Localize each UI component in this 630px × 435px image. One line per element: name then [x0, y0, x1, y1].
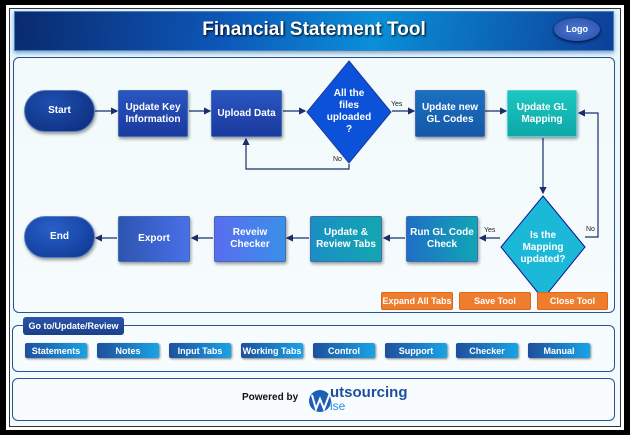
globe-icon	[309, 390, 331, 413]
start-node: Start	[24, 90, 95, 132]
export-node[interactable]: Export	[118, 216, 190, 262]
brand-sub: ise	[330, 399, 346, 413]
no-label: No	[333, 156, 342, 163]
no-label: No	[586, 226, 595, 233]
yes-label: Yes	[391, 101, 403, 108]
nav-checker-button[interactable]: Checker	[456, 343, 518, 358]
review-checker-node[interactable]: Reveiw Checker	[214, 216, 286, 262]
update-review-tabs-node[interactable]: Update & Review Tabs	[310, 216, 382, 262]
update-gl-codes-node[interactable]: Update new GL Codes	[415, 90, 485, 137]
logo-placeholder: Logo	[554, 18, 600, 41]
run-gl-code-check-node[interactable]: Run GL Code Check	[406, 216, 478, 262]
all-files-uploaded-decision: All the files uploaded ?	[306, 60, 392, 164]
nav-working-tabs-button[interactable]: Working Tabs	[241, 343, 303, 358]
page-title: Financial Statement Tool	[202, 19, 426, 40]
end-node: End	[24, 216, 95, 258]
navigation-label: Go to/Update/Review	[23, 317, 124, 335]
outsourcing-wise-logo: utsourcing ise	[308, 381, 418, 417]
mapping-updated-decision: Is the Mapping updated?	[500, 195, 586, 300]
upload-data-node[interactable]: Upload Data	[211, 90, 282, 137]
powered-by-label: Powered by	[242, 392, 299, 403]
save-tool-button[interactable]: Save Tool	[459, 292, 531, 310]
nav-statements-button[interactable]: Statements	[25, 343, 87, 358]
nav-support-button[interactable]: Support	[385, 343, 447, 358]
nav-input-tabs-button[interactable]: Input Tabs	[169, 343, 231, 358]
nav-notes-button[interactable]: Notes	[97, 343, 159, 358]
nav-control-button[interactable]: Control	[313, 343, 375, 358]
close-tool-button[interactable]: Close Tool	[537, 292, 608, 310]
nav-manual-button[interactable]: Manual	[528, 343, 590, 358]
brand-main: utsourcing	[330, 384, 408, 401]
update-key-information-node[interactable]: Update Key Information	[118, 90, 188, 137]
decision-label: Is the Mapping updated?	[520, 229, 566, 265]
header-bar: Financial Statement Tool Logo	[14, 11, 614, 51]
yes-label: Yes	[484, 227, 496, 234]
update-gl-mapping-node[interactable]: Update GL Mapping	[507, 90, 577, 137]
decision-label: All the files uploaded ?	[326, 88, 372, 135]
expand-all-tabs-button[interactable]: Expand All Tabs	[381, 292, 453, 310]
